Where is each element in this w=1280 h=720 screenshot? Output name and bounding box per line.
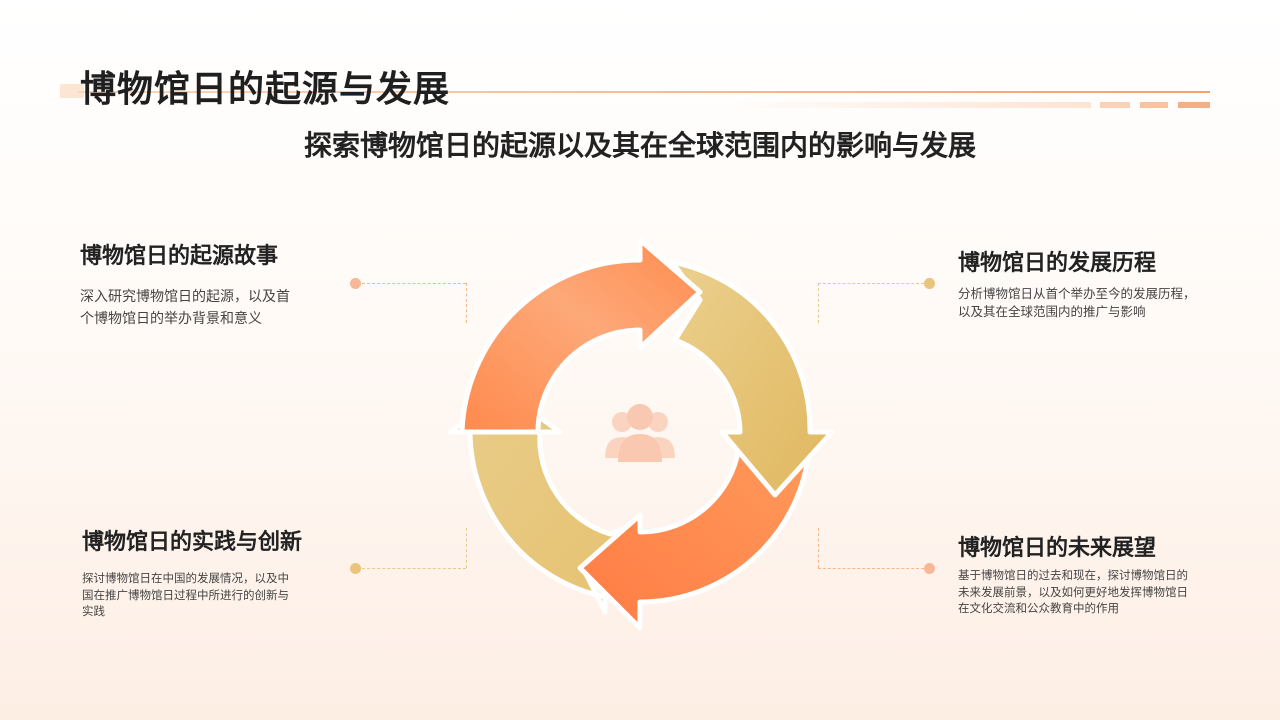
header-deco-stripe [716, 102, 1091, 108]
header-deco-block [1140, 102, 1168, 108]
item-desc-line: 基于博物馆日的过去和现在，探讨博物馆日的 [958, 568, 1188, 582]
connector-dot [924, 278, 935, 289]
item-title-future: 博物馆日的未来展望 [958, 536, 1157, 561]
item-desc-line: 国在推广博物馆日过程中所进行的创新与 [82, 587, 289, 602]
connector-line [362, 568, 466, 569]
cycle-arrow-lower-left [447, 389, 628, 615]
item-desc-future: 基于博物馆日的过去和现在，探讨博物馆日的 未来发展前景，以及如何更好地发挥博物馆… [958, 567, 1258, 617]
connector-line [818, 283, 924, 284]
connector-line [362, 283, 466, 284]
item-desc-line: 未来发展前景，以及如何更好地发挥博物馆日 [958, 584, 1188, 599]
page-subtitle: 探索博物馆日的起源以及其在全球范围内的影响与发展 [303, 129, 976, 162]
connector-line [466, 528, 467, 568]
item-desc-line: 个博物馆日的举办背景和意义 [80, 310, 262, 327]
connector-line [818, 568, 924, 569]
connector-line [818, 528, 819, 568]
connector-dot [924, 563, 935, 574]
item-desc-line: 在文化交流和公众教育中的作用 [958, 601, 1119, 616]
title-underline [78, 91, 1210, 93]
item-desc-line: 分析博物馆日从首个举办至今的发展历程， [958, 286, 1196, 301]
item-title-origin: 博物馆日的起源故事 [80, 244, 279, 269]
item-desc-development: 分析博物馆日从首个举办至今的发展历程， 以及其在全球范围内的推广与影响 [958, 285, 1258, 321]
item-desc-line: 以及其在全球范围内的推广与影响 [958, 304, 1146, 320]
cycle-arrow-lower-right [577, 435, 813, 631]
people-group-icon [605, 404, 675, 462]
connector-dot [350, 278, 361, 289]
header-deco-block [1178, 102, 1210, 108]
item-desc-line: 实践 [82, 604, 105, 619]
header-deco-block [1100, 102, 1130, 108]
item-desc-line: 深入研究博物馆日的起源，以及首 [80, 289, 290, 305]
page-title: 博物馆日的起源与发展 [80, 69, 451, 110]
item-title-development: 博物馆日的发展历程 [958, 251, 1157, 276]
connector-line [818, 283, 819, 323]
item-desc-line: 探讨博物馆日在中国的发展情况，以及中 [82, 571, 289, 585]
connector-line [466, 283, 467, 323]
item-title-practice: 博物馆日的实践与创新 [82, 530, 303, 555]
cycle-arrow-upper-right [669, 259, 835, 498]
connector-dot [350, 563, 361, 574]
title-accent-block [60, 84, 84, 98]
item-desc-practice: 探讨博物馆日在中国的发展情况，以及中 国在推广博物馆日过程中所进行的创新与 实践 [82, 570, 352, 620]
item-desc-origin: 深入研究博物馆日的起源，以及首 个博物馆日的举办背景和意义 [80, 287, 380, 330]
cycle-arrow-upper-left [459, 237, 703, 435]
